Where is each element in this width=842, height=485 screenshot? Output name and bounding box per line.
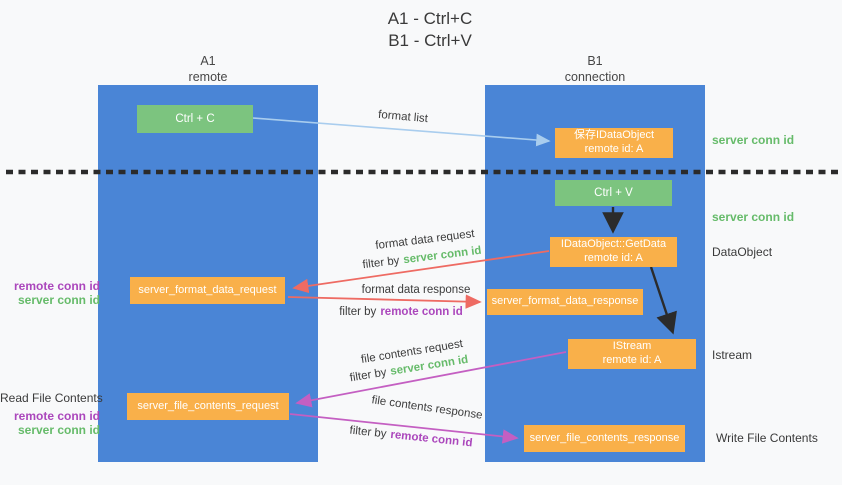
diagram-title: A1 - Ctrl+C B1 - Ctrl+V [0,8,842,53]
filter-by-text: filter by [339,306,377,318]
arrow-file-contents-request [295,351,567,408]
remote-conn-id-term: remote conn id [380,306,463,318]
node-format-response-label: server_format_data_response [491,295,639,308]
node-save-idataobject: 保存IDataObject remote id: A [555,128,673,158]
node-server-format-data-request: server_format_data_request [130,277,285,304]
node-istream: IStream remote id: A [568,339,696,369]
lane-a1-role: remote [188,69,228,84]
lane-b1-name: B1 [587,54,603,68]
title-line-2: B1 - Ctrl+V [388,31,472,51]
arrow-format-data-request [292,250,550,294]
node-file-request-label: server_file_contents_request [137,399,279,412]
node-server-format-data-response: server_format_data_response [487,289,643,315]
left-server-conn-id-1: server conn id [17,293,100,307]
lane-a1-header: A1 remote [98,54,318,85]
arrow-format-data-response [287,294,482,309]
arrow-file-contents-response [289,413,519,444]
label-dataobject: DataObject [712,245,773,259]
node-idataobject-getdata: IDataObject::GetData remote id: A [550,237,677,267]
lane-a1-name: A1 [200,54,216,68]
label-istream: Istream [712,348,753,362]
arrow-getdata-to-istream [649,266,677,335]
lane-b1-header: B1 connection [485,54,705,85]
lane-b1-role: connection [564,69,626,84]
right-server-conn-id-1: server conn id [712,133,795,147]
node-getdata-line1: IDataObject::GetData [560,238,667,251]
node-ctrl-c: Ctrl + C [137,105,253,133]
node-save-idataobject-line2: remote id: A [584,143,644,155]
node-format-request-label: server_format_data_request [138,283,277,296]
node-ctrl-c-label: Ctrl + C [175,112,215,125]
node-file-response-label: server_file_contents_response [529,431,680,444]
right-server-conn-id-2: server conn id [712,210,795,224]
node-save-idataobject-line1: 保存IDataObject [573,129,655,142]
left-server-conn-id-2: server conn id [17,423,100,437]
node-istream-line2: remote id: A [602,354,662,366]
label-read-file-contents: Read File Contents [0,391,103,405]
arrow-format-list [252,117,551,147]
node-istream-line1: IStream [612,340,652,353]
title-line-1: A1 - Ctrl+C [387,9,473,28]
node-server-file-contents-request: server_file_contents_request [127,393,289,420]
left-remote-conn-id-1: remote conn id [13,279,100,293]
label-write-file-contents: Write File Contents [716,431,818,445]
node-getdata-line2: remote id: A [584,252,643,264]
label-format-data-response: format data response [361,284,471,296]
node-ctrl-v-label: Ctrl + V [594,186,633,199]
node-ctrl-v: Ctrl + V [555,180,672,206]
node-server-file-contents-response: server_file_contents_response [524,425,685,452]
left-remote-conn-id-2: remote conn id [13,409,100,423]
